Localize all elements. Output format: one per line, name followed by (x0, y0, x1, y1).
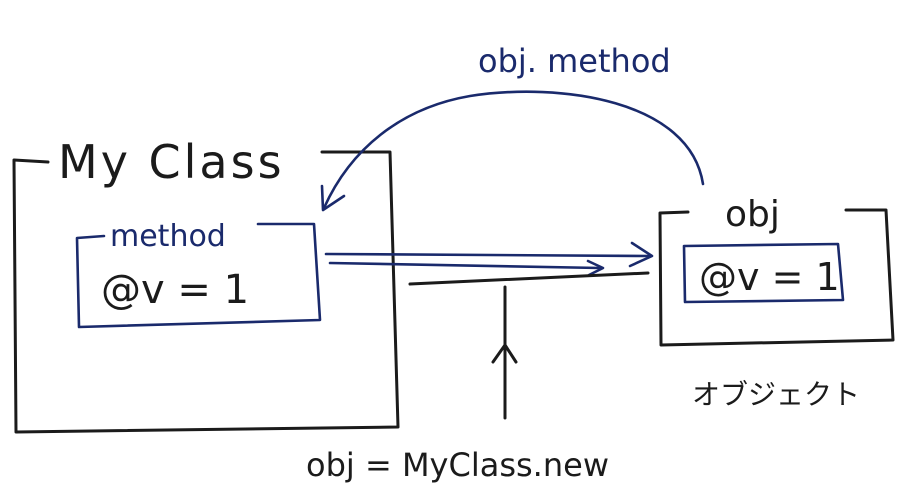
object-ivar-box: @v = 1 (682, 242, 845, 304)
method-call-curve (322, 90, 705, 210)
method-box-outline (75, 222, 322, 329)
constructor-arrow: obj = MyClass.new (306, 285, 609, 484)
arrow-upper-head (628, 241, 654, 268)
object-caption: オブジェクト (692, 378, 860, 411)
method-label: method (110, 219, 226, 254)
object-title: obj (725, 194, 780, 235)
arrow-black (408, 271, 650, 286)
class-box-outline (12, 150, 400, 434)
constructor-label: obj = MyClass.new (306, 446, 609, 484)
method-box: method @v = 1 (75, 219, 322, 329)
object-ivar: @v = 1 (699, 255, 840, 299)
object-box-outline (658, 208, 895, 347)
arrow-lower (328, 261, 602, 270)
class-box: My Class (12, 135, 400, 434)
arrow-upper (324, 252, 652, 258)
object-ivar-box-outline (682, 242, 845, 304)
method-call-arrow: obj. method (320, 42, 705, 212)
class-title: My Class (58, 135, 285, 189)
constructor-head (491, 343, 518, 364)
instantiate-arrows (324, 241, 654, 286)
arrow-lower-head (586, 259, 605, 277)
method-ivar: @v = 1 (101, 267, 249, 313)
method-call-head (320, 184, 346, 212)
object-box: obj オブジェクト (658, 194, 895, 411)
method-call-label: obj. method (478, 42, 671, 80)
